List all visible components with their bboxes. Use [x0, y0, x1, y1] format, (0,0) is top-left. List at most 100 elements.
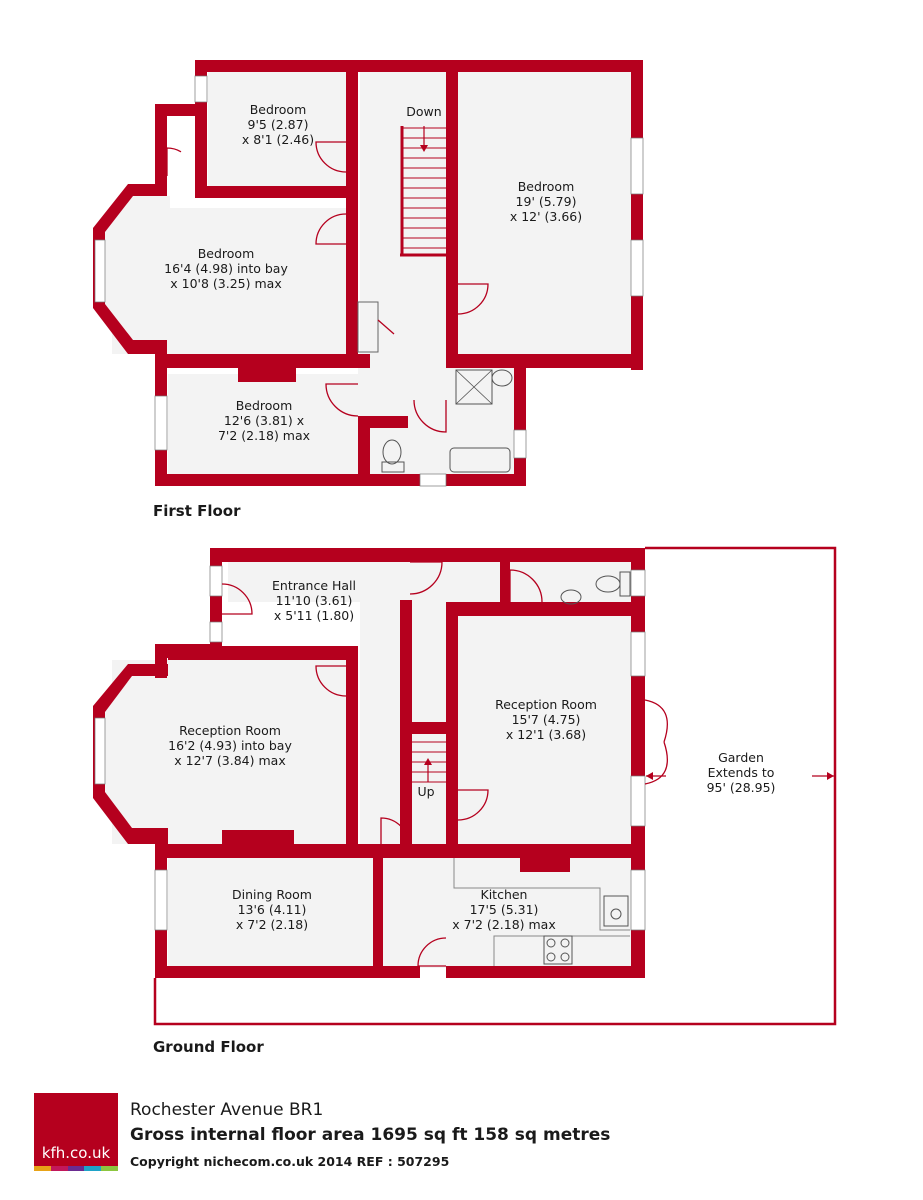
door-small-bedroom [315, 141, 347, 173]
basin [491, 369, 513, 387]
floor-area [458, 614, 633, 844]
room-label-line: x 10'8 (3.25) max [170, 276, 281, 291]
room-label-line: x 12' (3.66) [510, 209, 582, 224]
logo-stripe [34, 1166, 118, 1171]
sink [603, 895, 629, 927]
stairs-up-label: Up [417, 784, 434, 799]
wall [631, 60, 643, 370]
hob-frame [543, 935, 573, 965]
room-label-line: Bedroom [250, 102, 307, 117]
logo-stripe-segment [67, 1166, 85, 1171]
room-label-line: Kitchen [481, 887, 528, 902]
wall [346, 72, 358, 354]
room-label-line: Bedroom [198, 246, 255, 261]
french-doors [644, 699, 668, 785]
room-label-line: Bedroom [236, 398, 293, 413]
room-label-line: 15'7 (4.75) [512, 712, 581, 727]
wall [155, 844, 645, 858]
window [154, 395, 168, 451]
floor-area [208, 72, 348, 186]
room-label-line: 9'5 (2.87) [248, 117, 309, 132]
window [630, 239, 644, 297]
window [94, 239, 106, 303]
garden-arrow [827, 772, 834, 780]
shower-tray [455, 369, 493, 405]
door-dining [380, 817, 410, 847]
copyright-reference: Copyright nichecom.co.uk 2014 REF : 5072… [130, 1154, 450, 1169]
door-reception-bay [315, 665, 347, 697]
room-label-line: 19' (5.79) [516, 194, 577, 209]
floor-area: Gross internal floor area 1695 sq ft 158… [130, 1125, 611, 1145]
room-label-line: Entrance Hall [272, 578, 356, 593]
door-front [221, 583, 253, 615]
wall [195, 186, 358, 198]
window [209, 565, 223, 597]
wall [446, 354, 643, 368]
chimney-breast [222, 830, 294, 844]
floor-area [228, 562, 633, 602]
room-label-line: Extends to [708, 765, 775, 780]
stairs-down-label: Down [406, 104, 441, 119]
door-cupboard [166, 147, 182, 176]
airing-cupboard-door [377, 319, 395, 335]
toilet [382, 439, 402, 465]
property-address: Rochester Avenue BR1 [130, 1100, 324, 1120]
room-label-line: 11'10 (3.61) [276, 593, 353, 608]
wall [446, 966, 645, 978]
window [630, 775, 646, 827]
wall [358, 416, 408, 428]
door-bathroom [413, 399, 447, 433]
room-label-line: Reception Room [495, 697, 597, 712]
door-kitchen-back [417, 937, 447, 967]
room-label-line: 95' (28.95) [707, 780, 776, 795]
door-reception-rear [457, 789, 489, 821]
door-wc [509, 569, 543, 603]
floor-area [457, 72, 631, 354]
floor-area [358, 354, 526, 474]
logo-stripe-segment [34, 1166, 51, 1171]
wall [155, 104, 207, 116]
shower-cross [455, 369, 493, 405]
floor-bay [98, 676, 168, 828]
window [209, 621, 223, 643]
room-label-line: 16'4 (4.98) into bay [164, 261, 288, 276]
wall [446, 72, 458, 354]
room-label-line: Reception Room [179, 723, 281, 738]
door-hall-wc [409, 561, 443, 595]
floor-bay [98, 196, 170, 340]
chimney-breast [520, 858, 570, 872]
wall [155, 104, 167, 196]
wall [155, 966, 420, 978]
garden-boundary [153, 546, 837, 1026]
wall [446, 602, 645, 616]
stair-arrow-head [420, 145, 428, 152]
room-label-line: x 12'7 (3.84) max [174, 753, 285, 768]
ground-floor-title: Ground Floor [153, 1038, 264, 1056]
wall [155, 354, 370, 368]
stair-wall [404, 722, 446, 734]
hob-ring [546, 938, 556, 948]
staircase-first-floor [400, 126, 446, 257]
wall [155, 474, 370, 486]
hob-ring [546, 952, 556, 962]
room-label-line: 17'5 (5.31) [470, 902, 539, 917]
window [513, 429, 527, 459]
room-label-line: x 12'1 (3.68) [506, 727, 586, 742]
staircase-ground-floor [404, 722, 446, 783]
toilet-cistern [619, 571, 631, 597]
wall [195, 60, 643, 72]
floor-area [373, 844, 633, 968]
room-label-line: 12'6 (3.81) x [224, 413, 304, 428]
wall [168, 646, 358, 660]
floor-area [168, 858, 373, 968]
door-large-bedroom [457, 283, 489, 315]
wall [500, 562, 510, 602]
